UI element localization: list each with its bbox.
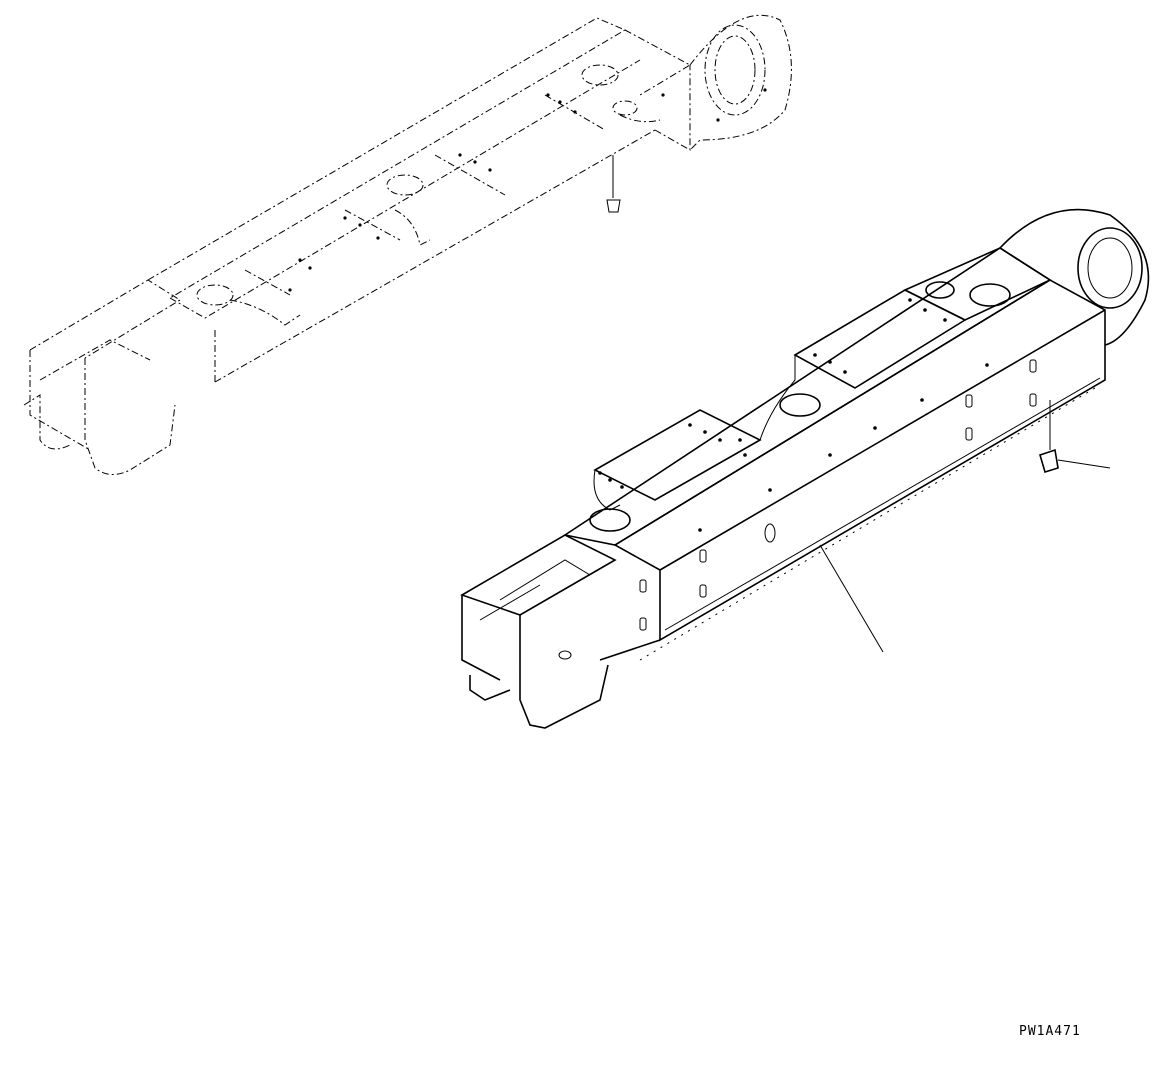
leader-line-boom [819,544,884,653]
phantom-boom-outline [23,14,792,475]
leader-line-fitting [1057,459,1111,469]
grease-fitting-part [1039,400,1059,474]
boom-assembly [460,208,1150,729]
drawing-code: PW1A471 [1019,1024,1081,1039]
